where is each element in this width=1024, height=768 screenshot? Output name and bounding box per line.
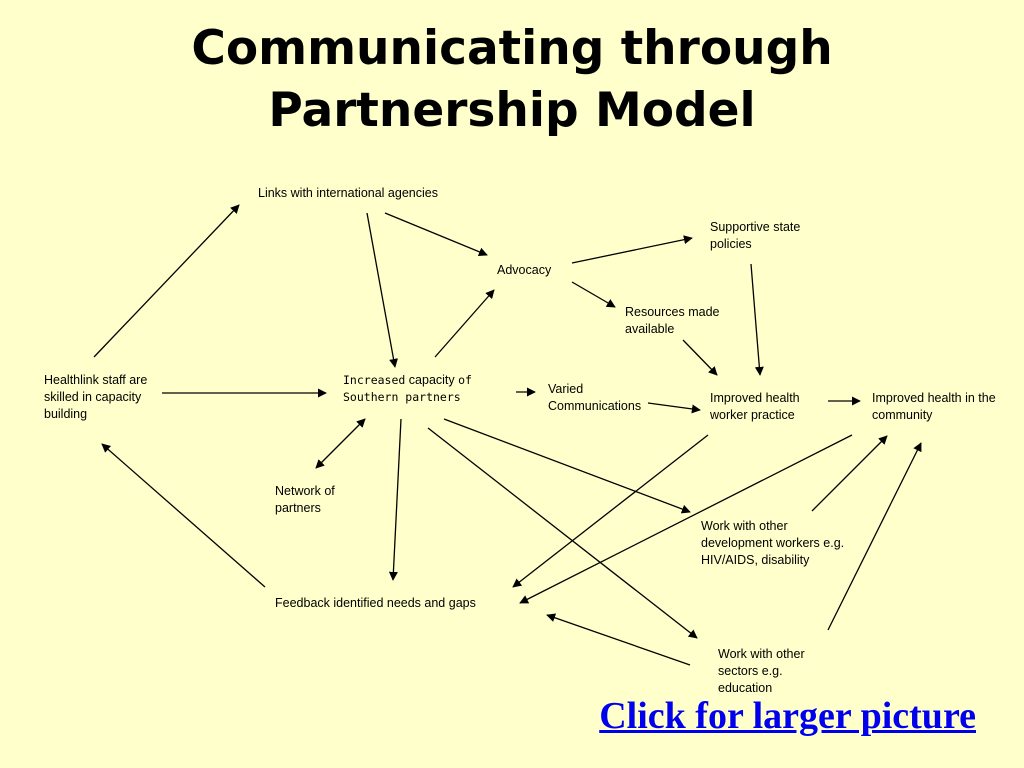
node-supportive-state-policies: Supportive state policies bbox=[710, 220, 801, 251]
larger-picture-link[interactable]: Click for larger picture bbox=[599, 695, 976, 737]
node-improved-health-worker-practice: Improved health worker practice bbox=[710, 391, 800, 422]
arrow-feedback-to-healthlink bbox=[101, 443, 266, 588]
title-line-1: Communicating through bbox=[191, 21, 833, 76]
node-links-international: Links with international agencies bbox=[258, 186, 438, 200]
arrow-sectors-to-feedback bbox=[546, 613, 691, 666]
node-resources-available: Resources made available bbox=[625, 305, 720, 336]
arrow-practice-to-feedback bbox=[512, 434, 709, 588]
node-advocacy: Advocacy bbox=[497, 263, 552, 277]
node-work-other-sectors: Work with other sectors e.g. education bbox=[718, 647, 805, 695]
arrow-resources-to-practice bbox=[682, 339, 718, 376]
arrow-advocacy-to-state bbox=[571, 235, 693, 264]
arrow-capacity-to-devworkers bbox=[443, 418, 691, 514]
node-increased-capacity: Increased capacity of Southern partners bbox=[343, 373, 472, 404]
node-network-of-partners: Network of partners bbox=[275, 484, 335, 515]
arrow-advocacy-to-resources bbox=[571, 281, 616, 308]
arrow-sectors-to-community bbox=[827, 442, 922, 631]
arrow-capacity-to-sectors bbox=[427, 427, 698, 639]
arrow-state-to-practice bbox=[750, 263, 764, 376]
arrow-links-to-capacity bbox=[366, 212, 398, 368]
node-varied-communications: Varied Communications bbox=[548, 382, 642, 413]
arrow-capacity-to-advocacy bbox=[434, 289, 495, 358]
node-feedback-needs-gaps: Feedback identified needs and gaps bbox=[275, 596, 476, 610]
node-improved-health-community: Improved health in the community bbox=[872, 391, 996, 422]
arrow-community-to-feedback bbox=[519, 434, 853, 604]
arrow-devworkers-to-community bbox=[811, 435, 888, 512]
arrow-healthlink-to-links bbox=[93, 204, 240, 358]
arrow-capacity-to-feedback bbox=[388, 418, 402, 581]
node-healthlink-staff: Healthlink staff are skilled in capacity… bbox=[44, 373, 148, 421]
title-line-2: Partnership Model bbox=[268, 83, 756, 138]
arrow-capacity-network-bidirectional bbox=[315, 418, 366, 469]
arrow-varied-to-practice bbox=[647, 402, 701, 414]
node-work-development-workers: Work with other development workers e.g.… bbox=[701, 519, 845, 567]
arrow-links-to-advocacy bbox=[384, 212, 488, 257]
slide-title: Communicating through Partnership Model bbox=[0, 18, 1024, 142]
